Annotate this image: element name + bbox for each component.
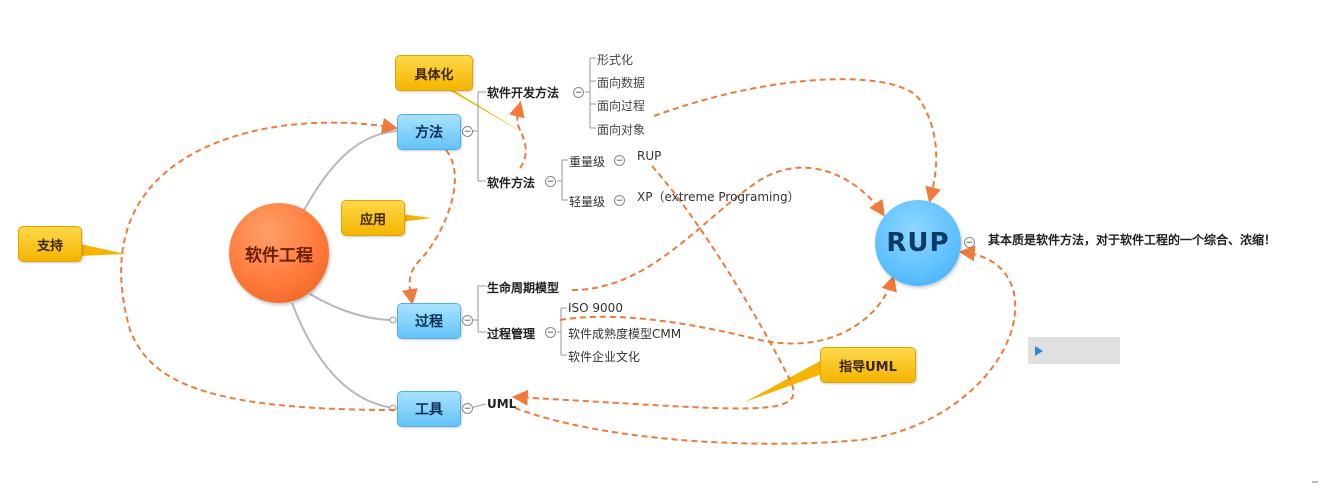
node-uml[interactable]: UML <box>487 397 517 411</box>
node-process-management[interactable]: 过程管理 <box>487 327 536 341</box>
callout-concretize[interactable]: 具体化 <box>395 55 473 91</box>
callout-guide-uml[interactable]: 指导UML <box>820 347 916 383</box>
collapse-icon[interactable]: − <box>462 126 473 137</box>
play-icon[interactable] <box>1035 346 1043 356</box>
rup-node[interactable]: RUP <box>875 200 961 286</box>
collapse-icon[interactable]: − <box>462 403 473 414</box>
node-lifecycle-model[interactable]: 生命周期模型 <box>487 281 560 295</box>
leaf-rup[interactable]: RUP <box>637 149 662 163</box>
collapse-icon[interactable]: − <box>614 155 625 166</box>
leaf-cmm[interactable]: 软件成熟度模型CMM <box>568 327 682 341</box>
callout-support[interactable]: 支持 <box>18 226 82 262</box>
leaf-process-oriented[interactable]: 面向过程 <box>597 99 646 113</box>
rup-summary[interactable]: 其本质是软件方法，对于软件工程的一个综合、浓缩！ <box>988 233 1277 247</box>
node-software-method[interactable]: 软件方法 <box>487 176 536 190</box>
leaf-enterprise-culture[interactable]: 软件企业文化 <box>568 350 641 364</box>
leaf-formal[interactable]: 形式化 <box>597 53 634 67</box>
node-heavyweight[interactable]: 重量级 <box>569 155 606 169</box>
corner-mark <box>1312 481 1318 483</box>
collapse-icon[interactable]: − <box>964 237 975 248</box>
node-dev-method[interactable]: 软件开发方法 <box>487 86 560 100</box>
collapse-icon[interactable]: − <box>573 87 584 98</box>
relationship-arrows <box>120 78 1017 445</box>
collapse-icon[interactable]: − <box>462 315 473 326</box>
leaf-data-oriented[interactable]: 面向数据 <box>597 76 646 90</box>
topic-tool[interactable]: 工具 <box>397 391 461 427</box>
node-lightweight[interactable]: 轻量级 <box>569 195 606 209</box>
topic-process[interactable]: 过程 <box>397 303 461 339</box>
central-topic[interactable]: 软件工程 <box>229 203 329 303</box>
leaf-xp[interactable]: XP（extreme Programing） <box>637 190 800 204</box>
leaf-object-oriented[interactable]: 面向对象 <box>597 123 646 137</box>
topic-method[interactable]: 方法 <box>397 114 461 150</box>
tree-brackets <box>469 57 596 409</box>
process-anchor <box>389 316 397 324</box>
collapse-icon[interactable]: − <box>545 176 556 187</box>
play-panel[interactable] <box>1028 337 1120 364</box>
collapse-icon[interactable]: − <box>614 195 625 206</box>
leaf-iso9000[interactable]: ISO 9000 <box>568 301 623 315</box>
callout-apply[interactable]: 应用 <box>341 200 405 236</box>
collapse-icon[interactable]: − <box>545 327 556 338</box>
